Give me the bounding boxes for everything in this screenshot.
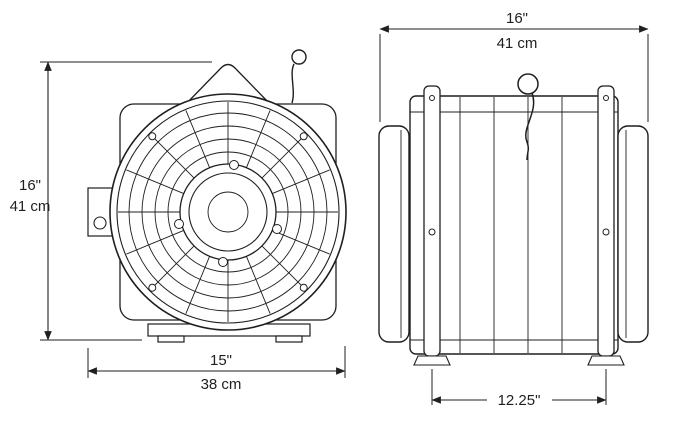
dimension-front-width: 15" 38 cm: [87, 346, 346, 393]
guard-outer-ring: [116, 100, 340, 324]
drum-seam-lines: [410, 97, 618, 353]
dimension-side-width: 16" 41 cm: [379, 10, 649, 122]
carry-hook: [517, 73, 539, 161]
right-bracket-foot: [587, 355, 625, 366]
front-height-inches-label: 16": [19, 177, 41, 194]
inlet-flange: [378, 125, 410, 343]
left-bracket-foot: [413, 355, 451, 366]
dimension-side-depth: 12.25": [431, 369, 607, 409]
motor-hub: [179, 163, 277, 261]
hanging-hook: [291, 49, 307, 104]
dimension-front-height: 16" 41 cm: [10, 61, 212, 341]
front-width-metric-label: 38 cm: [201, 376, 242, 393]
side-depth-inches-label: 12.25": [498, 392, 541, 409]
outlet-flange: [617, 125, 649, 343]
side-width-inches-label: 16": [506, 10, 528, 27]
front-height-metric-label: 41 cm: [10, 198, 51, 215]
side-view: [378, 73, 649, 366]
rim-screws: [148, 132, 308, 292]
bracket-knob: [93, 216, 107, 230]
front-width-inches-label: 15": [210, 352, 232, 369]
hub-bolts: [174, 160, 282, 267]
front-view: [87, 49, 347, 343]
right-mount-bracket: [587, 85, 625, 366]
drum-body: [409, 95, 619, 355]
right-foot: [275, 335, 303, 343]
side-width-metric-label: 41 cm: [497, 35, 538, 52]
fan-guard-spokes: [118, 102, 338, 322]
left-mount-bracket: [413, 85, 451, 366]
left-foot: [157, 335, 185, 343]
